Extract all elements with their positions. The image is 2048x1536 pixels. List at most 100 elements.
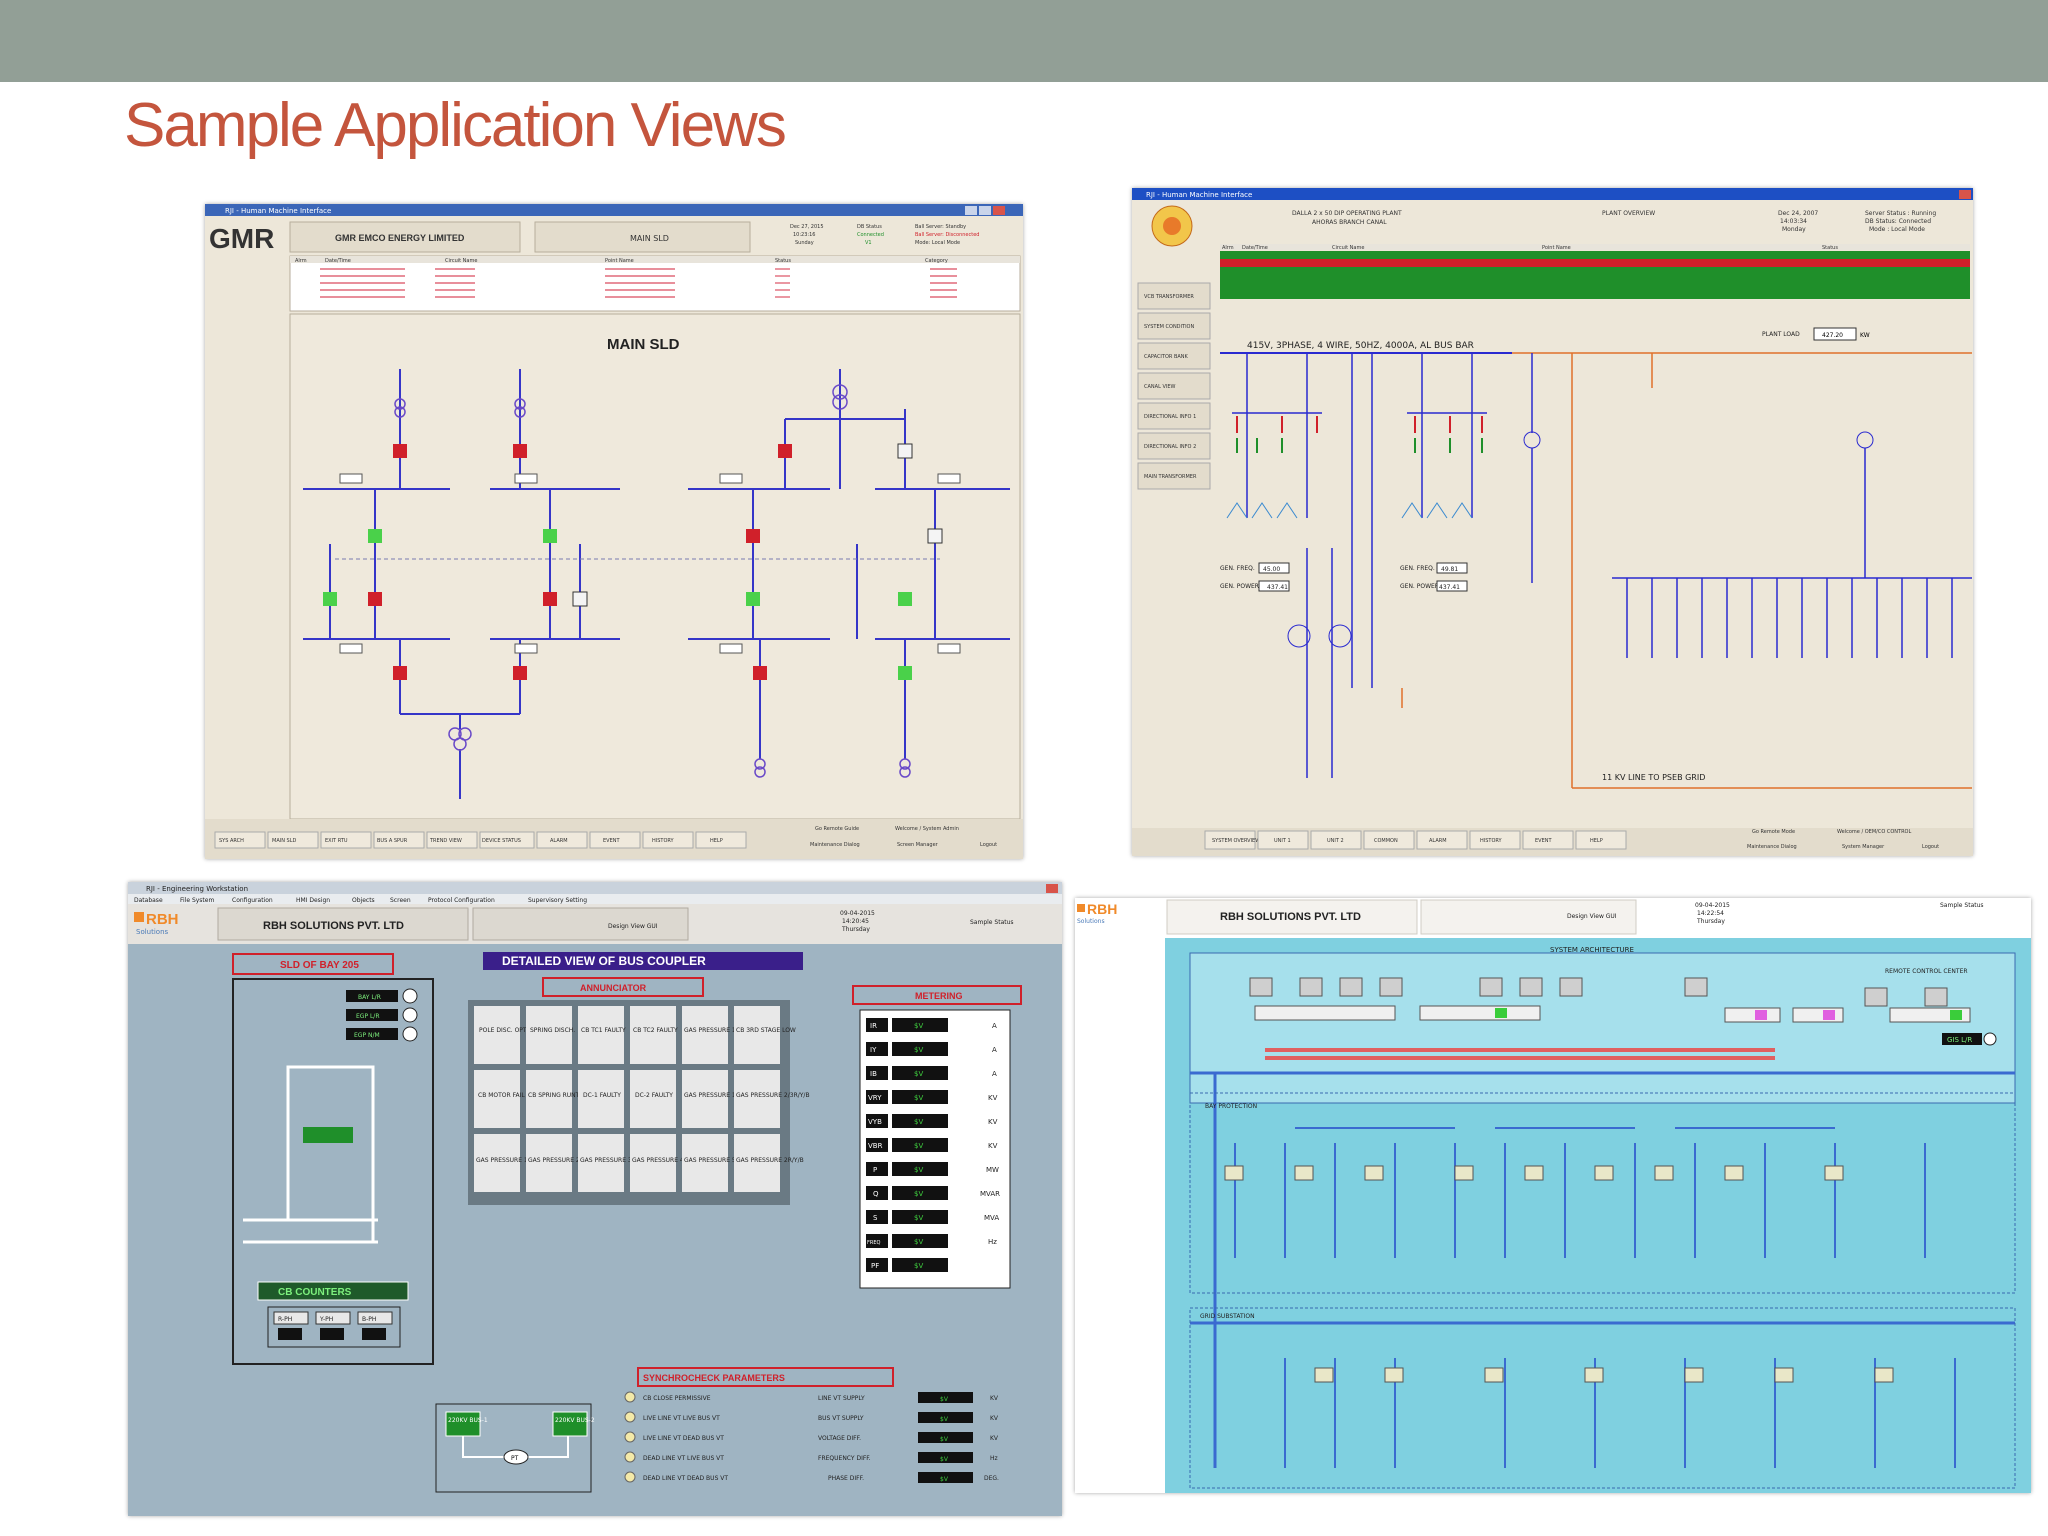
bus-coupler-screenshot: RJI - Engineering Workstation Database F… bbox=[128, 882, 1062, 1516]
svg-text:Sunday: Sunday bbox=[795, 240, 814, 246]
svg-text:DEAD LINE VT LIVE BUS VT: DEAD LINE VT LIVE BUS VT bbox=[643, 1455, 724, 1462]
svg-text:Design View GUI: Design View GUI bbox=[1567, 913, 1617, 920]
svg-text:A: A bbox=[992, 1070, 997, 1078]
svg-text:IR: IR bbox=[870, 1022, 877, 1030]
svg-text:KV: KV bbox=[990, 1435, 999, 1442]
svg-text:Solutions: Solutions bbox=[1077, 918, 1105, 925]
svg-text:P: P bbox=[873, 1166, 877, 1174]
svg-text:Y-PH: Y-PH bbox=[319, 1316, 333, 1323]
minimize-button[interactable] bbox=[965, 206, 977, 215]
svg-text:EVENT: EVENT bbox=[1535, 838, 1552, 844]
svg-text:GAS PRESSURE 3R/Y/B: GAS PRESSURE 3R/Y/B bbox=[580, 1157, 648, 1164]
svg-text:DB Status: DB Status bbox=[857, 224, 882, 230]
svg-text:Solutions: Solutions bbox=[136, 928, 169, 936]
svg-text:BUS A SPUR: BUS A SPUR bbox=[377, 838, 408, 844]
svg-text:UNIT 2: UNIT 2 bbox=[1327, 838, 1344, 844]
sld-panel bbox=[232, 978, 434, 1365]
slide-header-bar bbox=[0, 0, 2048, 82]
svg-text:GAS PRESSURE 2/3R/Y/B: GAS PRESSURE 2/3R/Y/B bbox=[736, 1092, 810, 1099]
svg-text:VRY: VRY bbox=[868, 1094, 882, 1102]
svg-text:Alrm: Alrm bbox=[295, 258, 307, 264]
svg-text:HISTORY: HISTORY bbox=[1480, 838, 1503, 844]
window-title: RJI - Human Machine Interface bbox=[1146, 191, 1252, 199]
svg-text:Go Remote Mode: Go Remote Mode bbox=[1752, 829, 1795, 835]
svg-text:GAS PRESSURE 1R/Y/B: GAS PRESSURE 1R/Y/B bbox=[476, 1157, 544, 1164]
svg-text:V1: V1 bbox=[865, 240, 872, 246]
svg-text:SLD OF BAY 205: SLD OF BAY 205 bbox=[280, 960, 359, 971]
close-button[interactable] bbox=[1046, 884, 1058, 893]
bay-lr-toggle[interactable] bbox=[402, 988, 418, 1004]
svg-text:GAS PRESSURE 1/2R/Y/B: GAS PRESSURE 1/2R/Y/B bbox=[684, 1027, 758, 1034]
footer-nav[interactable]: SYS ARCH MAIN SLD EXIT RTU BUS A SPUR TR… bbox=[214, 826, 997, 849]
svg-text:$V: $V bbox=[940, 1396, 949, 1403]
svg-text:GEN. POWER: GEN. POWER bbox=[1220, 583, 1259, 590]
svg-text:PHASE DIFF.: PHASE DIFF. bbox=[828, 1475, 864, 1482]
svg-text:DB Status: Connected: DB Status: Connected bbox=[1865, 218, 1931, 225]
svg-text:MVA: MVA bbox=[984, 1214, 999, 1222]
footer-nav[interactable]: SYSTEM OVERVIEW UNIT 1 UNIT 2 COMMON ALA… bbox=[1204, 829, 1939, 850]
title-bar bbox=[205, 204, 1023, 216]
svg-text:Alrm: Alrm bbox=[1222, 245, 1234, 251]
svg-text:DC-2 FAULTY: DC-2 FAULTY bbox=[635, 1092, 673, 1099]
svg-text:BAY PROTECTION: BAY PROTECTION bbox=[1205, 1103, 1257, 1110]
svg-text:14:20:45: 14:20:45 bbox=[842, 918, 869, 925]
svg-text:CAPACITOR BANK: CAPACITOR BANK bbox=[1144, 354, 1189, 360]
bus-coupler-breaker[interactable] bbox=[303, 1127, 353, 1143]
gis-lr-toggle[interactable] bbox=[1983, 1032, 1997, 1046]
svg-text:Logout: Logout bbox=[1922, 844, 1939, 850]
close-button[interactable] bbox=[1959, 190, 1971, 199]
svg-text:GEN. POWER: GEN. POWER bbox=[1400, 583, 1439, 590]
svg-text:427.20: 427.20 bbox=[1822, 332, 1843, 339]
egp-nm-toggle[interactable] bbox=[402, 1026, 418, 1042]
svg-text:Date/Time: Date/Time bbox=[1242, 245, 1268, 251]
menu-objects: Objects bbox=[352, 897, 375, 904]
svg-text:Mode: Local Mode: Mode: Local Mode bbox=[915, 240, 960, 246]
menu-protocol-configuration: Protocol Configuration bbox=[428, 897, 495, 904]
rbh-logo-mark bbox=[1077, 904, 1085, 912]
svg-text:BUS VT SUPPLY: BUS VT SUPPLY bbox=[818, 1415, 864, 1422]
svg-text:DIRECTIONAL INFO 2: DIRECTIONAL INFO 2 bbox=[1144, 444, 1196, 450]
svg-text:$V: $V bbox=[940, 1476, 949, 1483]
svg-text:MW: MW bbox=[986, 1166, 999, 1174]
svg-text:POLE DISC. OPTG.: POLE DISC. OPTG. bbox=[479, 1027, 533, 1034]
svg-text:10:23:16: 10:23:16 bbox=[793, 232, 815, 238]
sync-checklist: CB CLOSE PERMISSIVE LIVE LINE VT LIVE BU… bbox=[624, 1391, 728, 1483]
svg-text:B-PH: B-PH bbox=[362, 1316, 376, 1323]
svg-text:$V: $V bbox=[914, 1190, 923, 1198]
svg-text:IY: IY bbox=[870, 1046, 877, 1054]
maximize-button[interactable] bbox=[979, 206, 991, 215]
svg-text:LINE VT SUPPLY: LINE VT SUPPLY bbox=[818, 1395, 865, 1402]
svg-text:AHORAS BRANCH CANAL: AHORAS BRANCH CANAL bbox=[1312, 219, 1387, 226]
svg-text:METERING: METERING bbox=[915, 991, 963, 1001]
svg-text:PT: PT bbox=[511, 1455, 519, 1462]
svg-text:Point Name: Point Name bbox=[605, 258, 634, 264]
svg-text:$V: $V bbox=[914, 1166, 923, 1174]
svg-text:GAS PRESSURE 2R/Y/B: GAS PRESSURE 2R/Y/B bbox=[528, 1157, 596, 1164]
svg-text:MVAR: MVAR bbox=[980, 1190, 1000, 1198]
svg-text:Server Status : Running: Server Status : Running bbox=[1865, 210, 1936, 217]
svg-text:A: A bbox=[992, 1046, 997, 1054]
svg-text:VBR: VBR bbox=[868, 1142, 883, 1150]
title-bar bbox=[1132, 188, 1973, 200]
svg-text:IB: IB bbox=[870, 1070, 877, 1078]
svg-text:CB CLOSE PERMISSIVE: CB CLOSE PERMISSIVE bbox=[643, 1395, 711, 1402]
left-menu[interactable]: VCB TRANSFORMER SYSTEM CONDITION CAPACIT… bbox=[1137, 282, 1211, 490]
svg-text:ALARM: ALARM bbox=[550, 838, 568, 844]
svg-text:Ball Server: Disconnected: Ball Server: Disconnected bbox=[915, 232, 979, 238]
svg-text:HISTORY: HISTORY bbox=[652, 838, 675, 844]
diagram-title: MAIN SLD bbox=[607, 336, 680, 353]
egp-lr-toggle[interactable] bbox=[402, 1007, 418, 1023]
svg-text:CB COUNTERS: CB COUNTERS bbox=[278, 1287, 352, 1298]
alarm-table: Alrm Date/Time Circuit Name Point Name S… bbox=[1220, 244, 1970, 299]
svg-text:VCB TRANSFORMER: VCB TRANSFORMER bbox=[1144, 294, 1194, 300]
svg-text:Thursday: Thursday bbox=[1696, 918, 1725, 925]
svg-text:Q: Q bbox=[873, 1190, 879, 1198]
svg-text:Circuit Name: Circuit Name bbox=[445, 258, 477, 264]
svg-text:GEN. FREQ.: GEN. FREQ. bbox=[1220, 565, 1255, 572]
svg-text:RJI - Engineering Workstation: RJI - Engineering Workstation bbox=[146, 885, 248, 893]
close-button[interactable] bbox=[993, 206, 1005, 215]
svg-text:UNIT 1: UNIT 1 bbox=[1274, 838, 1291, 844]
gmr-logo: GMR bbox=[209, 223, 274, 254]
svg-text:GAS PRESSURE 5R/Y/B: GAS PRESSURE 5R/Y/B bbox=[684, 1157, 752, 1164]
